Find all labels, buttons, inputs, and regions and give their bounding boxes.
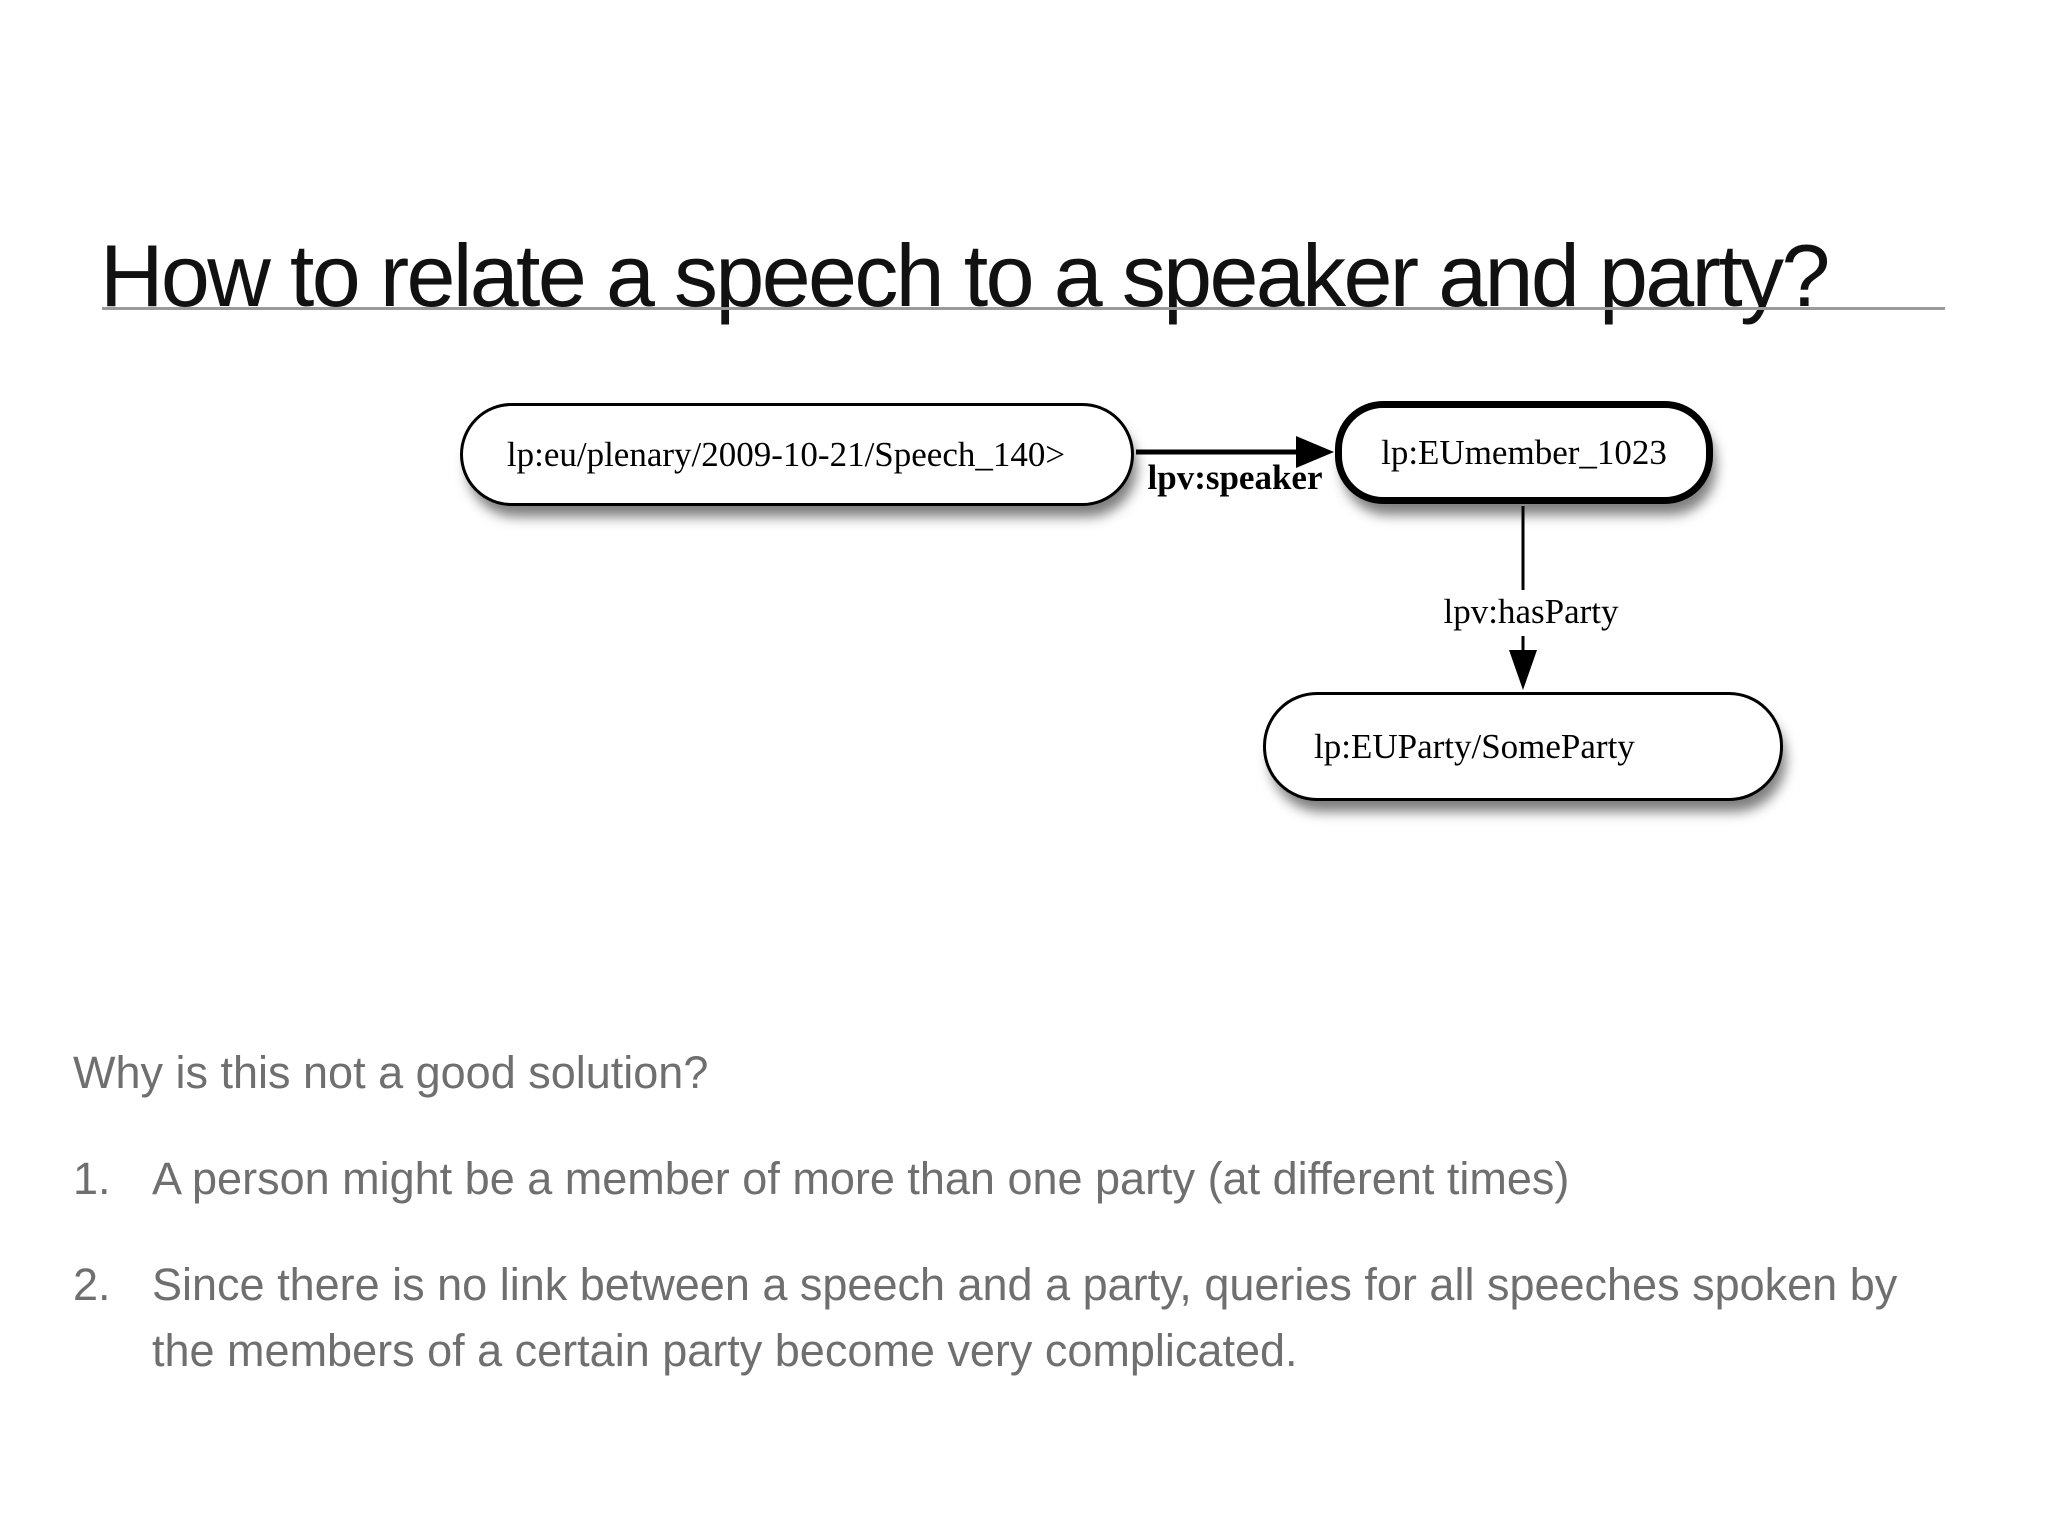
edge-label-speaker: lpv:speaker <box>1147 458 1323 497</box>
list-item-text: A person might be a member of more than … <box>152 1153 1570 1204</box>
list-item: 2. Since there is no link between a spee… <box>73 1252 1953 1384</box>
node-eu-party-label: lp:EUParty/SomeParty <box>1314 726 1635 766</box>
node-speech: lp:eu/plenary/2009-10-21/Speech_140> <box>460 403 1134 506</box>
node-eu-member: lp:EUmember_1023 <box>1335 401 1713 504</box>
node-eu-party: lp:EUParty/SomeParty <box>1263 692 1783 801</box>
node-eu-member-label: lp:EUmember_1023 <box>1381 432 1667 472</box>
edge-label-has-party: lpv:hasParty <box>1441 590 1621 636</box>
list-item-number: 1. <box>73 1153 111 1204</box>
question-line: Why is this not a good solution? <box>73 1047 709 1098</box>
list-item-number: 2. <box>73 1259 111 1310</box>
node-speech-label: lp:eu/plenary/2009-10-21/Speech_140> <box>506 434 1066 474</box>
title-divider-line <box>102 307 1945 310</box>
speaker-arrow-icon <box>1136 436 1334 468</box>
list-item: 1. A person might be a member of more th… <box>73 1146 1953 1212</box>
list-item-text: Since there is no link between a speech … <box>152 1259 1898 1376</box>
body-text-block: Why is this not a good solution? 1. A pe… <box>73 1040 1953 1384</box>
